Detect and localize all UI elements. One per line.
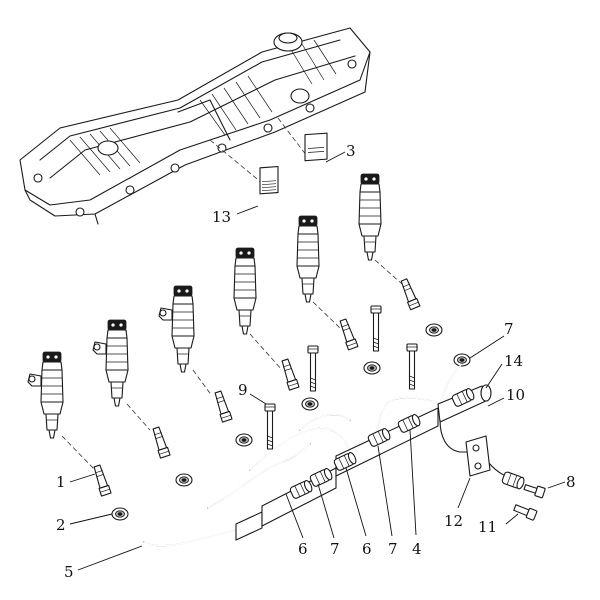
valve-cover — [19, 27, 371, 225]
callout-6-left: 6 — [298, 540, 308, 558]
callout-8: 8 — [566, 473, 576, 491]
alignment-lines — [61, 259, 403, 471]
fuel-lines — [143, 363, 523, 547]
callout-7-left: 7 — [330, 540, 340, 558]
callout-10: 10 — [506, 386, 525, 404]
callout-4: 4 — [412, 540, 422, 558]
callout-6-right: 6 — [362, 540, 372, 558]
callout-1: 1 — [56, 473, 66, 491]
callout-7-mid: 7 — [388, 540, 398, 558]
callout-9: 9 — [238, 381, 248, 399]
label-plates — [209, 117, 328, 195]
callout-2: 2 — [56, 516, 66, 534]
callout-7-top: 7 — [504, 320, 514, 338]
callouts: 1 2 3 4 5 6 6 7 7 7 8 9 10 11 12 13 14 — [56, 142, 576, 581]
callout-5: 5 — [64, 563, 74, 581]
bracket-assembly — [465, 435, 546, 521]
callout-3: 3 — [346, 142, 356, 160]
callout-12: 12 — [444, 512, 463, 530]
callout-14: 14 — [504, 352, 523, 370]
callout-13: 13 — [212, 208, 231, 226]
callout-11: 11 — [478, 518, 497, 536]
